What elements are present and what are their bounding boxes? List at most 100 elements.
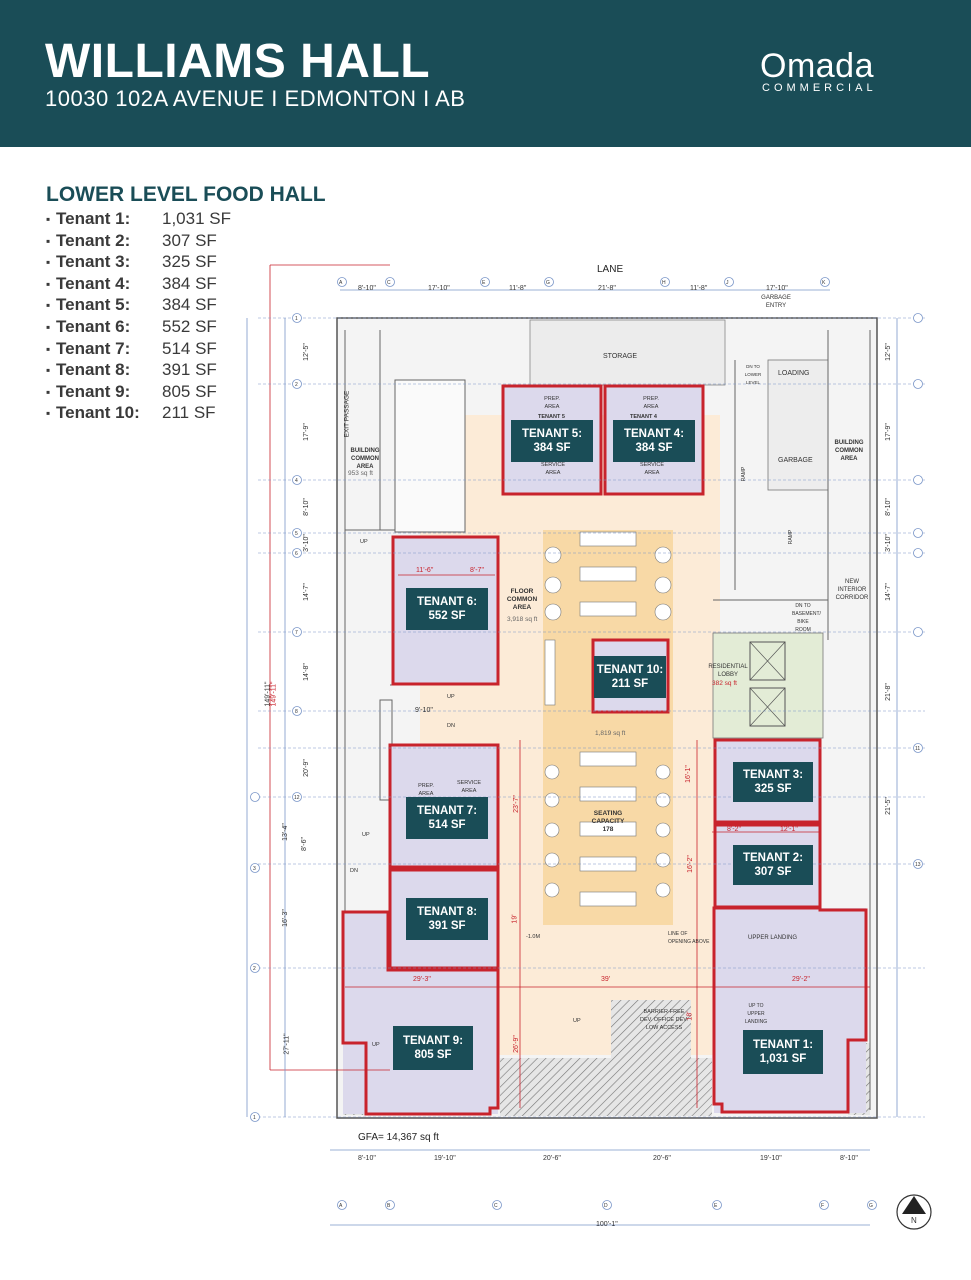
list-item: ▪Tenant 5:384 SF xyxy=(46,295,231,317)
tenant-size: 391 SF xyxy=(162,360,217,380)
dn-label: DN xyxy=(350,868,358,874)
tenant-4-label: TENANT 4:384 SF xyxy=(613,420,695,462)
tenant4-small-label: TENANT 4 xyxy=(630,414,657,420)
tenant-box-size: 391 SF xyxy=(428,920,466,932)
dim-bottom: 19'-10" xyxy=(760,1155,782,1162)
seating-capacity-label: SEATING CAPACITY 178 xyxy=(591,810,625,833)
dim-inner: 11'-6" xyxy=(416,567,434,574)
list-item: ▪Tenant 2:307 SF xyxy=(46,231,231,253)
bca-left-sqft: 953 sq ft xyxy=(348,470,373,477)
service-area-label: SERVICE AREA xyxy=(456,780,482,794)
north-label: N xyxy=(911,1216,917,1225)
tenant-box-size: 514 SF xyxy=(428,819,466,831)
elevator-shaft xyxy=(749,687,786,727)
res-lobby-label: RESIDENTIAL LOBBY xyxy=(708,664,748,678)
grid-label: 3 xyxy=(253,866,256,872)
bullet-icon: ▪ xyxy=(46,384,51,399)
ramp-label: RAMP xyxy=(788,529,795,545)
dim-inner: 39' xyxy=(601,976,611,983)
grid-label: 12 xyxy=(294,795,300,801)
tenant-size: 1,031 SF xyxy=(162,209,231,228)
dim-right: 3'-10" xyxy=(884,534,892,552)
tenant-5-label: TENANT 5:384 SF xyxy=(511,420,593,462)
tenant-box-title: TENANT 2: xyxy=(742,852,804,864)
dim-right: 8'-10" xyxy=(884,498,892,516)
tenant-name: Tenant 9: xyxy=(56,381,131,401)
bullet-icon: ▪ xyxy=(46,255,51,270)
dim-inner: 19' xyxy=(511,914,519,924)
dim-top: 17'-10" xyxy=(428,285,450,292)
tenant-2-label: TENANT 2: 307 SF xyxy=(733,845,813,885)
dim-bottom: 20'-6" xyxy=(653,1155,671,1162)
tenant-box-size: 325 SF xyxy=(754,783,792,795)
service-area-label: SERVICE AREA xyxy=(639,462,665,476)
loading-label: LOADING xyxy=(778,370,810,377)
tenant-box-title: TENANT 1: xyxy=(752,1039,814,1051)
dim-left: 27'-11" xyxy=(283,1033,291,1055)
garbage-label: GARBAGE xyxy=(778,457,813,464)
tenant-name: Tenant 6: xyxy=(56,316,131,336)
list-item: ▪Tenant 10:211 SF xyxy=(46,403,231,425)
north-arrow-icon xyxy=(896,1194,932,1230)
grid-label: C xyxy=(387,280,391,286)
tenant-outline xyxy=(591,638,670,714)
dim-right: 12'-5" xyxy=(884,343,892,361)
grid-label: K xyxy=(822,280,826,286)
dn-basement-label: DN TO BASEMENT/ BIKE ROOM xyxy=(792,603,821,633)
dim-inner: 16'-2" xyxy=(686,855,694,873)
grid-label: 1 xyxy=(295,316,298,322)
grid-label: 11 xyxy=(915,746,921,752)
tenant-1-label: TENANT 1:1,031 SF xyxy=(743,1030,823,1074)
tenant-name: Tenant 8: xyxy=(56,360,131,380)
dim-top: 17'-10" xyxy=(766,285,788,292)
list-item: ▪Tenant 4:384 SF xyxy=(46,274,231,296)
dim-inner: 23'-7" xyxy=(512,795,520,813)
up-label: UP xyxy=(372,1042,380,1048)
dim-right: 21'-5" xyxy=(884,797,892,815)
tenant-box-size: 384 SF xyxy=(533,442,571,454)
omada-logo: Omada COMMERCIAL xyxy=(760,48,877,94)
barrier-free-label: BARRIER-FREE DEV. OFFICE DEV. LOW ACCESS xyxy=(640,1009,688,1031)
dim-left: 14'-7" xyxy=(302,583,310,601)
tenant-size: 384 SF xyxy=(162,295,217,315)
dim-inner: 16'-1" xyxy=(684,765,692,783)
dim-bottom: 8'-10" xyxy=(358,1155,376,1162)
bullet-icon: ▪ xyxy=(46,276,51,291)
grid-label: 5 xyxy=(295,531,298,537)
tenant-outline xyxy=(388,743,500,869)
list-item: ▪Tenant 7:514 SF xyxy=(46,339,231,361)
building-address: 10030 102A AVENUE I EDMONTON I AB xyxy=(45,86,466,111)
dim-inner: 29'-2" xyxy=(792,976,810,983)
dim-left: 16'-3" xyxy=(281,909,289,927)
grid-label: A xyxy=(339,280,343,286)
lane-label: LANE xyxy=(597,264,624,275)
dim-inner: 8'-7" xyxy=(470,567,484,574)
residential-lobby xyxy=(712,632,824,739)
grid-label: F xyxy=(821,1203,825,1209)
tenant-box-size: 307 SF xyxy=(754,866,792,878)
prep-area-label: PREP. AREA xyxy=(643,396,659,410)
upper-landing-label: UPPER LANDING xyxy=(748,935,798,941)
dim-inner: 26'-9" xyxy=(512,1035,520,1053)
tenant-outline xyxy=(501,384,603,496)
dim-left: 3'-10" xyxy=(302,534,310,552)
bca-left-label: BUILDING COMMON AREA xyxy=(350,448,380,470)
dim-inner: 18' xyxy=(686,1011,694,1021)
tenant-6-label: TENANT 6:552 SF xyxy=(406,588,488,630)
list-item: ▪Tenant 1:1,031 SF xyxy=(46,209,231,231)
dim-top: 11'-8" xyxy=(509,285,527,292)
dim-bottom: 8'-10" xyxy=(840,1155,858,1162)
bullet-icon: ▪ xyxy=(46,298,51,313)
hatched-area xyxy=(611,1000,691,1058)
dim-overall-width: 100'-1" xyxy=(596,1221,618,1228)
dim-inner: 9'-10" xyxy=(415,707,433,714)
dim-left: 20'-9" xyxy=(302,759,310,777)
washrooms xyxy=(394,379,466,533)
tenant-size: 384 SF xyxy=(162,273,217,293)
prep-area-label: PREP. AREA xyxy=(418,783,434,797)
tenant-size: 805 SF xyxy=(162,381,217,401)
dim-inner: 29'-3" xyxy=(413,976,431,983)
grid-label: J xyxy=(726,280,729,286)
tenant5-small-label: TENANT 5 xyxy=(538,414,565,420)
